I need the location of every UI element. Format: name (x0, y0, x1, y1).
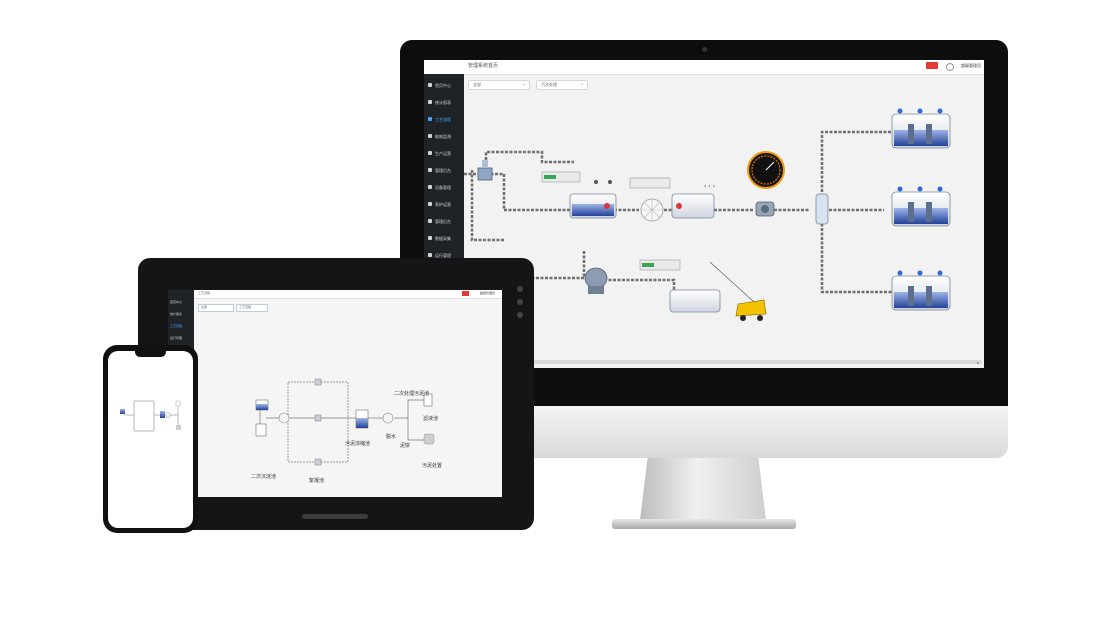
speed-gauge-icon[interactable] (747, 151, 785, 189)
sidebar-item-10[interactable]: 运行管理 (424, 250, 464, 262)
label-dewatering: 脱水 (386, 434, 397, 440)
clarifier-tank-1[interactable] (891, 108, 951, 149)
distribution-splitter-icon[interactable] (815, 193, 829, 225)
tablet-sidebar-item-1[interactable]: 统计报表 (170, 312, 183, 316)
tablet-thickener-tank[interactable] (355, 409, 369, 429)
svg-text:‹ ‹ ‹: ‹ ‹ ‹ (704, 183, 715, 190)
tablet-sidebar-item-3[interactable]: 运行管理 (170, 336, 183, 340)
user-icon[interactable] (946, 63, 954, 71)
tablet-valve-icon[interactable] (314, 414, 322, 422)
tablet-valve-icon[interactable] (314, 378, 322, 386)
user-name[interactable]: 超级管理员 (961, 63, 981, 68)
tablet-filter-left[interactable]: 全部 (198, 304, 234, 312)
list-icon (428, 219, 432, 223)
tablet-filtrate-tank[interactable] (423, 393, 433, 407)
aeration-tank[interactable] (569, 180, 617, 219)
tablet-home-bar (302, 514, 368, 519)
leaf-icon (428, 202, 432, 206)
flow-meter-2[interactable] (629, 177, 671, 189)
horizontal-scrollbar[interactable] (464, 360, 982, 364)
menu-icon (428, 83, 432, 87)
chevron-down-icon: ⌄ (522, 81, 526, 86)
label-sludge-disposal: 污泥处置 (422, 463, 443, 469)
phone-screen (108, 351, 193, 528)
grid-icon (428, 100, 432, 104)
monitor-base (612, 519, 796, 529)
tablet-button-2 (517, 299, 523, 305)
chart-icon (428, 151, 432, 155)
sidebar-item-4[interactable]: 生产运营 (424, 148, 464, 160)
inlet-valve-icon[interactable] (477, 160, 493, 181)
tablet-disposal-icon[interactable] (423, 433, 435, 445)
label-clarifier: 絮凝池 (309, 478, 325, 484)
monitor-stand (640, 458, 766, 520)
sidebar-item-7[interactable]: 养护运营 (424, 199, 464, 211)
filter-select-right[interactable]: 污水处理⌄ (536, 80, 588, 90)
sidebar-item-9[interactable]: 数据采集 (424, 233, 464, 245)
pump-icon[interactable] (755, 201, 775, 217)
sedimentation-tank[interactable]: ‹ ‹ ‹ (671, 183, 715, 219)
tablet-tank-1[interactable] (255, 399, 269, 411)
sidebar-item-0[interactable]: 首页中心 (424, 80, 464, 92)
clarifier-tank-2[interactable] (891, 186, 951, 227)
home-icon (428, 168, 432, 172)
phone-tank-3[interactable] (175, 400, 181, 407)
phone-tank-1[interactable] (120, 409, 125, 414)
header-bar: 管理系统首页 超级管理员 (424, 60, 984, 75)
label-secondary-sedimentation: 二次沉淀池 (251, 474, 277, 480)
tablet-filter-right[interactable]: 工艺流程 (236, 304, 268, 312)
filter-select-left[interactable]: 全部⌄ (468, 80, 530, 90)
camera-dot (702, 47, 707, 52)
tablet-user-name[interactable]: 超级管理员 (480, 291, 496, 295)
settings-icon (428, 253, 432, 257)
cloud-icon (428, 134, 432, 138)
sidebar-item-8[interactable]: 管理后台 (424, 216, 464, 228)
tablet-alarm-badge[interactable] (462, 291, 469, 296)
tablet-button-1 (517, 286, 523, 292)
dump-truck-icon[interactable] (735, 299, 767, 321)
sidebar-item-5[interactable]: 管理后台 (424, 165, 464, 177)
phone-process-diagram (120, 400, 181, 432)
label-sludge-thickener: 污泥浓缩池 (345, 441, 371, 447)
tablet-sidebar-item-0[interactable]: 首页中心 (170, 300, 183, 304)
blower-icon[interactable] (584, 267, 608, 294)
tablet-button-3 (517, 312, 523, 318)
phone-notch (135, 351, 166, 357)
phone-disposal-icon[interactable] (176, 425, 181, 430)
scroll-right-icon[interactable]: ▸ (977, 360, 980, 365)
sidebar-item-6[interactable]: 设备管理 (424, 182, 464, 194)
sidebar-item-2[interactable]: 工艺流程 (424, 114, 464, 126)
clarifier-tank-3[interactable] (891, 270, 951, 311)
label-sludge-cake: 泥饼 (400, 443, 411, 449)
tablet-header-title: 工艺流程 (198, 291, 211, 295)
label-secondary-storage: 二次处理污泥池 (394, 391, 430, 397)
tablet-tank-2[interactable] (255, 423, 267, 437)
sludge-tank[interactable] (669, 261, 755, 313)
rotary-filter-icon[interactable] (640, 198, 664, 222)
phone-tank-2[interactable] (160, 411, 165, 418)
header-title: 管理系统首页 (468, 63, 499, 69)
tablet-sidebar-item-2[interactable]: 工艺流程 (170, 324, 183, 328)
tablet-screen: 首页中心 统计报表 工艺流程 运行管理 工艺流程 超级管理员 全部 工艺流程 (168, 290, 502, 497)
label-filtrate: 滤液池 (423, 416, 439, 422)
phone-filter-icon[interactable] (165, 412, 171, 418)
flow-icon (428, 117, 432, 121)
tablet-valve-icon[interactable] (314, 458, 322, 466)
chevron-down-icon: ⌄ (580, 81, 584, 86)
monitor-screen: 管理系统首页 超级管理员 首页中心 统计报表 工艺流程 能耗监测 生产运营 管理… (424, 60, 984, 368)
process-diagram: ‹ ‹ ‹ (464, 108, 951, 321)
gear-icon (428, 185, 432, 189)
tablet-header: 工艺流程 超级管理员 (194, 290, 502, 299)
database-icon (428, 236, 432, 240)
tablet-process-diagram (255, 378, 435, 466)
sidebar-item-3[interactable]: 能耗监测 (424, 131, 464, 143)
flow-meter-1[interactable] (541, 171, 581, 183)
tablet-centrifuge-icon[interactable] (382, 412, 394, 424)
tablet-filter-icon[interactable] (278, 412, 290, 424)
flow-meter-3[interactable] (639, 259, 681, 271)
sidebar-item-1[interactable]: 统计报表 (424, 97, 464, 109)
alarm-badge[interactable] (926, 62, 938, 69)
